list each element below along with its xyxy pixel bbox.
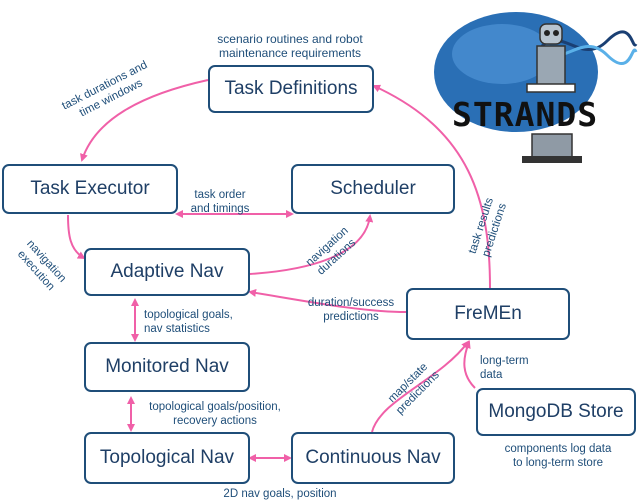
arrow-fremen-to-taskdef — [372, 84, 491, 289]
components-log-label-line1: components log data — [504, 443, 612, 455]
task-order-label-line1: task order — [194, 189, 246, 201]
topological-position-label-line2: recovery actions — [173, 415, 257, 427]
topological-position-label: topological goals/position, recovery act… — [140, 400, 290, 428]
topological-nav-node: Topological Nav — [84, 432, 250, 484]
adaptive-nav-node: Adaptive Nav — [84, 248, 250, 296]
duration-success-label-line1: duration/success — [307, 297, 395, 309]
components-log-label: components log data to long-term store — [490, 442, 626, 470]
arrow-fremen-to-adaptive — [248, 288, 407, 313]
task-executor-node: Task Executor — [2, 164, 178, 214]
scenario-label-line2: maintenance requirements — [218, 46, 362, 60]
arrow-continuous-to-fremen — [371, 340, 470, 433]
monitored-nav-node: Monitored Nav — [84, 342, 250, 392]
strands-logo-text: STRANDS — [452, 95, 599, 134]
topological-position-label-line1: topological goals/position, — [149, 401, 281, 413]
topological-goals-label-line2: nav statistics — [144, 323, 210, 335]
scheduler-node: Scheduler — [291, 164, 455, 214]
arrow-taskdef-to-executor — [80, 79, 209, 162]
long-term-label: long-term data — [480, 354, 544, 382]
nav-goals-position-label: 2D nav goals, position — [223, 488, 337, 500]
task-order-label-line2: and timings — [190, 203, 250, 215]
duration-success-label-line2: predictions — [323, 311, 379, 323]
strands-robot-logo — [434, 12, 638, 163]
scenario-label-line1: scenario routines and robot — [217, 32, 363, 46]
arrow-adaptive-to-scheduler — [249, 214, 374, 275]
continuous-nav-node: Continuous Nav — [291, 432, 455, 484]
scenario-label: scenario routines and robot maintenance … — [200, 32, 380, 60]
long-term-label-line1: long-term — [480, 355, 529, 367]
task-order-label: task order and timings — [178, 188, 262, 216]
topological-goals-label-line1: topological goals, — [144, 309, 233, 321]
long-term-label-line2: data — [480, 369, 503, 381]
fremen-node: FreMEn — [406, 288, 570, 340]
topological-goals-label: topological goals, nav statistics — [144, 308, 254, 336]
components-log-label-line2: to long-term store — [512, 457, 604, 469]
mongodb-store-node: MongoDB Store — [476, 388, 636, 436]
duration-success-label: duration/success predictions — [296, 296, 406, 324]
task-definitions-node: Task Definitions — [208, 65, 374, 113]
arrow-mongodb-to-fremen — [463, 340, 476, 389]
arrow-executor-to-adaptive — [67, 214, 86, 259]
